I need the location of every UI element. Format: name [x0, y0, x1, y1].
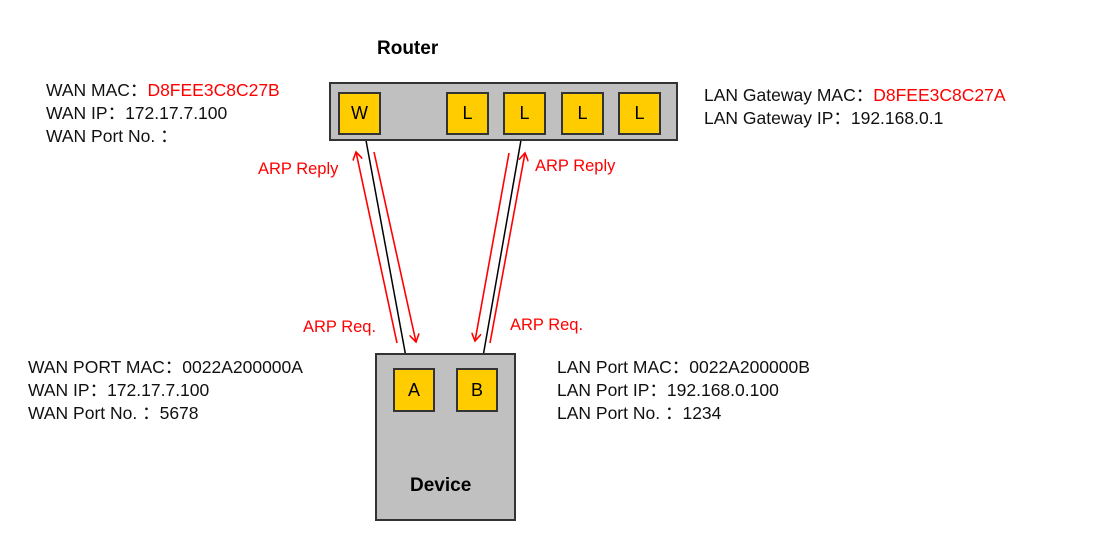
router-wan-mac-value: D8FEE3C8C27B	[147, 80, 280, 100]
arp-request-left-label: ARP Req.	[303, 318, 377, 336]
router-lan-mac: LAN Gateway MAC：D8FEE3C8C27A	[704, 84, 1006, 107]
router-port-lan-4: L	[618, 92, 661, 135]
router-wan-mac-label: WAN MAC：	[46, 80, 148, 100]
arrow-right-reply	[489, 153, 525, 344]
device-wan-ip: WAN IP：172.17.7.100	[28, 380, 210, 400]
router-wan-port: WAN Port No. ：	[46, 126, 178, 146]
router-lan-ip: LAN Gateway IP：192.168.0.1	[704, 108, 944, 128]
router-port-lan-3: L	[561, 92, 604, 135]
arp-reply-left-label: ARP Reply	[258, 160, 339, 178]
router-lan-mac-label: LAN Gateway MAC：	[704, 85, 874, 105]
router-wan-info: WAN MAC：D8FEE3C8C27B WAN IP：172.17.7.100…	[46, 79, 280, 148]
router-lan-info: LAN Gateway MAC：D8FEE3C8C27A LAN Gateway…	[704, 84, 1006, 130]
router-port-lan-2: L	[503, 92, 546, 135]
device-wan-info: WAN PORT MAC：0022A200000A WAN IP：172.17.…	[28, 356, 303, 425]
router-port-lan-1: L	[446, 92, 489, 135]
device-port-b: B	[456, 368, 498, 412]
device-title: Device	[410, 475, 472, 496]
cable-wan	[364, 134, 409, 369]
router-wan-mac: WAN MAC：D8FEE3C8C27B	[46, 79, 280, 102]
device-port-a: A	[393, 368, 435, 412]
device-wan-port: WAN Port No. ：5678	[28, 403, 199, 423]
router-lan-mac-value: D8FEE3C8C27A	[873, 85, 1006, 105]
arp-request-right-label: ARP Req.	[510, 316, 584, 334]
device-lan-ip: LAN Port IP：192.168.0.100	[557, 380, 779, 400]
router-wan-ip: WAN IP：172.17.7.100	[46, 103, 228, 123]
arrow-right-request	[475, 152, 510, 341]
router-port-wan: W	[338, 92, 381, 135]
cable-lan	[480, 139, 522, 369]
device-wan-mac: WAN PORT MAC：0022A200000A	[28, 357, 303, 377]
device-lan-port: LAN Port No. ：1234	[557, 403, 722, 423]
arrow-left-request	[373, 151, 416, 342]
arrow-left-reply	[356, 152, 398, 344]
router-title: Router	[377, 38, 439, 59]
device-lan-mac: LAN Port MAC：0022A200000B	[557, 357, 810, 377]
device-lan-info: LAN Port MAC：0022A200000B LAN Port IP：19…	[557, 356, 810, 425]
arp-reply-right-label: ARP Reply	[535, 157, 616, 175]
